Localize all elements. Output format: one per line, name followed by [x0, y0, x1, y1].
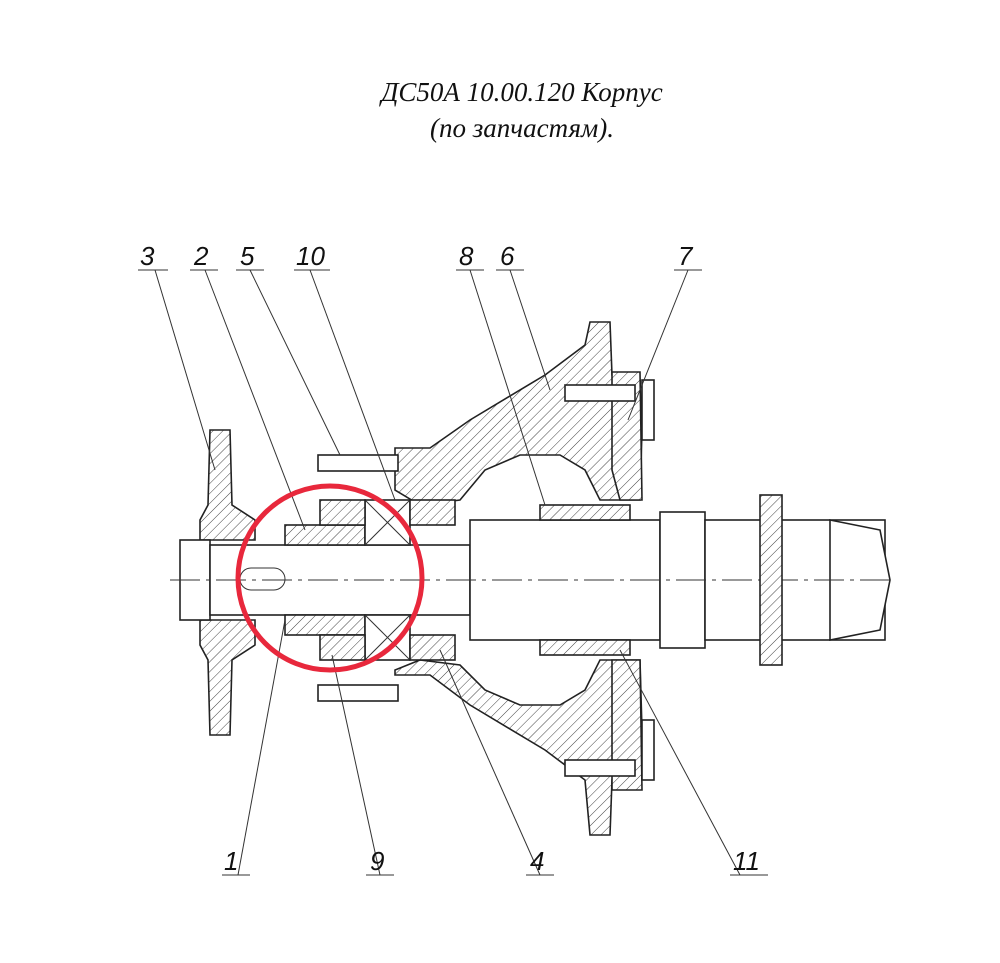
seal-upper-left: [319, 499, 366, 526]
pin-lower: [641, 719, 655, 781]
callout-7: 7: [627, 241, 702, 421]
bushing-upper: [284, 524, 366, 546]
callout-3: 3: [138, 241, 216, 471]
title-line-1: ДС50А 10.00.120 Корпус: [381, 77, 663, 107]
callout-10: 10: [294, 241, 396, 501]
callout-label-10: 10: [296, 241, 325, 271]
highlight-circle: [235, 483, 425, 673]
pin-upper: [641, 379, 655, 441]
callout-label-8: 8: [459, 241, 474, 271]
title-line-2: (по запчастям).: [430, 113, 614, 143]
ring-lower: [539, 639, 631, 656]
sprocket-upper: [199, 429, 256, 541]
callout-8: 8: [456, 241, 546, 506]
callout-label-6: 6: [500, 241, 515, 271]
callout-label-4: 4: [530, 846, 544, 876]
ring-upper: [539, 504, 631, 521]
shaft-small: [209, 544, 471, 616]
sprocket-lower: [199, 619, 256, 736]
bolt-upper-left: [317, 454, 399, 472]
housing-upper: [394, 321, 643, 506]
bolt-lower-right: [564, 759, 636, 777]
callout-label-5: 5: [240, 241, 255, 271]
bushing-lower: [284, 614, 366, 636]
housing-lower: [394, 659, 643, 836]
callout-4: 4: [439, 649, 554, 876]
bolt-lower-left: [317, 684, 399, 702]
seal-lower-right: [409, 634, 456, 661]
callout-label-1: 1: [224, 846, 238, 876]
cover-plate-lower: [611, 659, 643, 791]
seal-upper-right: [409, 499, 456, 526]
bolt-upper-right: [564, 384, 636, 402]
callout-label-3: 3: [140, 241, 155, 271]
callout-label-7: 7: [678, 241, 694, 271]
callout-1: 1: [222, 619, 286, 876]
callout-5: 5: [236, 241, 341, 456]
coupling-hatched: [759, 494, 783, 666]
callout-label-9: 9: [370, 846, 384, 876]
callout-label-2: 2: [193, 241, 209, 271]
callouts: 3 2 5 10 8 6 7: [138, 241, 768, 876]
seal-lower-left: [319, 634, 366, 661]
callout-2: 2: [190, 241, 306, 531]
callout-label-11: 11: [733, 846, 760, 876]
callout-11: 11: [619, 649, 768, 876]
callout-9: 9: [331, 654, 394, 876]
callout-6: 6: [496, 241, 551, 391]
